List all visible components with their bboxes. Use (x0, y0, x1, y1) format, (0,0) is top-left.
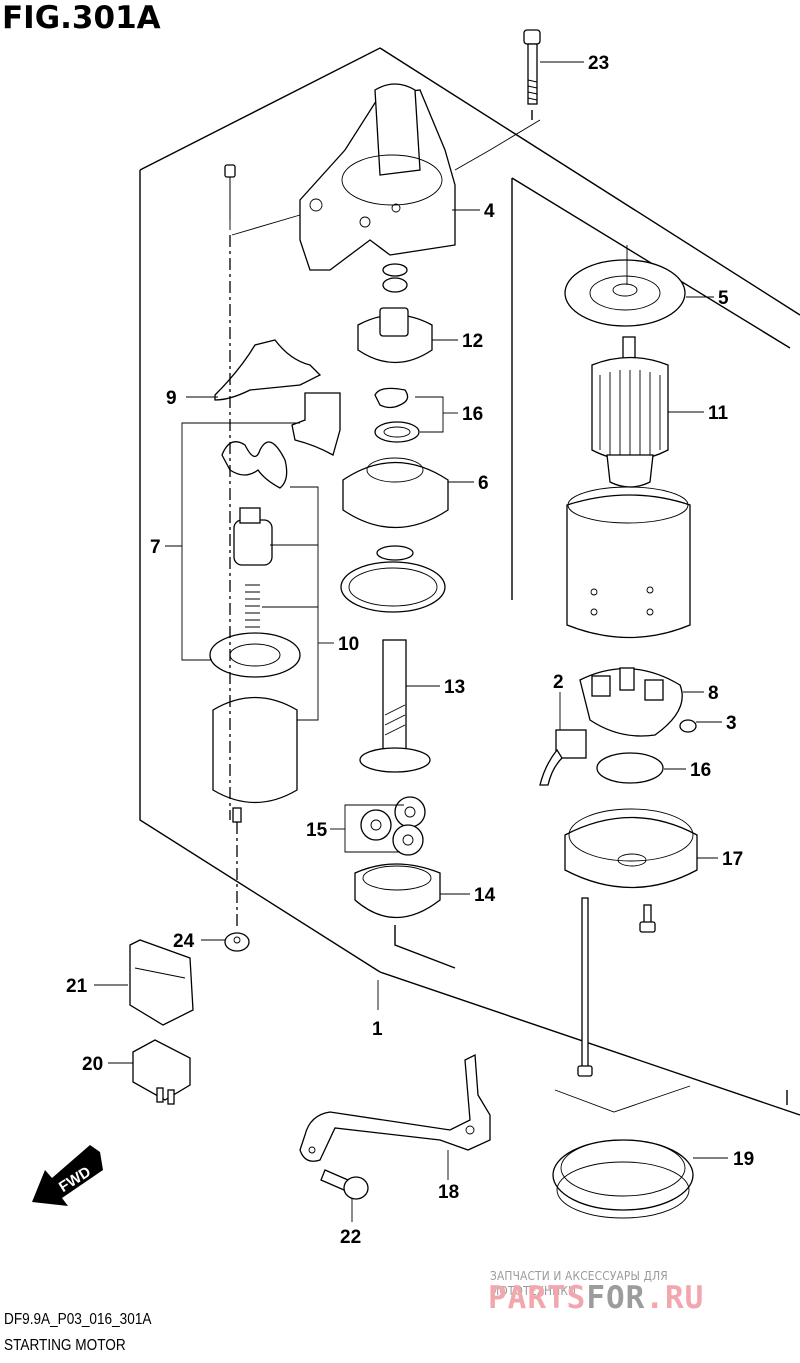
part-23-bolt[interactable] (523, 29, 541, 120)
callout-18[interactable]: 18 (438, 1182, 459, 1203)
watermark-brand-parts: PARTS (488, 1280, 587, 1316)
part-5-plate[interactable] (564, 245, 686, 327)
callout-6[interactable]: 6 (478, 473, 489, 494)
through-bolt[interactable] (577, 897, 593, 1077)
figure-title: FIG.301A (2, 0, 161, 36)
part-12-pinion-clutch[interactable] (357, 307, 433, 364)
callout-10[interactable]: 10 (338, 634, 359, 655)
watermark-brand-ru: .RU (645, 1280, 705, 1316)
leader-lines (94, 61, 728, 1222)
callout-22[interactable]: 22 (340, 1227, 361, 1248)
callout-16-bottom[interactable]: 16 (690, 760, 711, 781)
watermark-brand-for: FOR (586, 1280, 646, 1316)
part-20-relay[interactable] (132, 1039, 191, 1105)
part-15-planetary-gears[interactable] (344, 796, 426, 856)
part-24-nut[interactable] (224, 932, 250, 952)
part-3-nut[interactable] (679, 719, 697, 733)
callout-13[interactable]: 13 (444, 677, 465, 698)
part-2-lead-wire[interactable] (539, 729, 587, 786)
callout-17[interactable]: 17 (722, 849, 743, 870)
callout-14[interactable]: 14 (474, 885, 496, 906)
bushing[interactable] (382, 277, 408, 293)
assembly-outline (139, 47, 800, 1116)
screw[interactable] (639, 904, 656, 933)
part-16-clip-washer[interactable] (374, 387, 420, 443)
callout-4[interactable]: 4 (484, 201, 495, 222)
callout-24[interactable]: 24 (173, 931, 195, 952)
callout-numbers: 23 4 5 12 9 16 11 6 7 10 13 2 8 3 16 15 … (66, 53, 754, 1248)
part-19-band[interactable] (552, 1085, 694, 1219)
yoke[interactable] (566, 486, 691, 639)
figure-caption: STARTING MOTOR (4, 1337, 126, 1354)
part-6-gear-cover[interactable] (342, 457, 449, 529)
part-8-brush-holder[interactable] (579, 667, 683, 737)
callout-21[interactable]: 21 (66, 976, 88, 997)
callout-23[interactable]: 23 (588, 53, 609, 74)
callout-9[interactable]: 9 (166, 388, 177, 409)
washer[interactable] (376, 545, 414, 561)
callout-2[interactable]: 2 (553, 672, 564, 693)
callout-7[interactable]: 7 (150, 537, 161, 558)
callout-12[interactable]: 12 (462, 331, 483, 352)
part-18-bracket[interactable] (299, 1053, 491, 1162)
part-21-relay-cover[interactable] (129, 939, 194, 1026)
callout-15[interactable]: 15 (306, 820, 328, 841)
part-7-solenoid-set[interactable] (209, 392, 341, 823)
watermark-logo: PARTSFOR.RU (488, 1280, 704, 1316)
part-14-internal-gear[interactable] (354, 863, 441, 919)
fwd-arrow-icon: FWD (32, 1145, 103, 1206)
figure-code: DF9.9A_P03_016_301A (4, 1311, 152, 1328)
callout-16-top[interactable]: 16 (462, 404, 483, 425)
o-ring[interactable] (382, 263, 408, 277)
callout-8[interactable]: 8 (708, 683, 719, 704)
callout-5[interactable]: 5 (718, 288, 729, 309)
callout-1[interactable]: 1 (372, 1019, 383, 1040)
part-16-washer[interactable] (596, 752, 664, 784)
part-9-lever[interactable] (214, 339, 322, 401)
part-4-housing[interactable] (224, 83, 541, 271)
callout-20[interactable]: 20 (82, 1054, 103, 1075)
part-22-bolt[interactable] (320, 1169, 369, 1200)
part-13-pinion-shaft[interactable] (359, 639, 431, 773)
watermark-subtitle: ЗАПЧАСТИ И АКСЕССУАРЫ ДЛЯ МОТОТЕХНИКИ (490, 1268, 668, 1298)
callout-11[interactable]: 11 (708, 403, 729, 424)
part-17-end-cover[interactable] (564, 808, 698, 889)
callout-3[interactable]: 3 (726, 713, 737, 734)
part-11-armature[interactable] (591, 336, 669, 488)
gasket[interactable] (340, 561, 446, 613)
callout-19[interactable]: 19 (733, 1149, 754, 1170)
